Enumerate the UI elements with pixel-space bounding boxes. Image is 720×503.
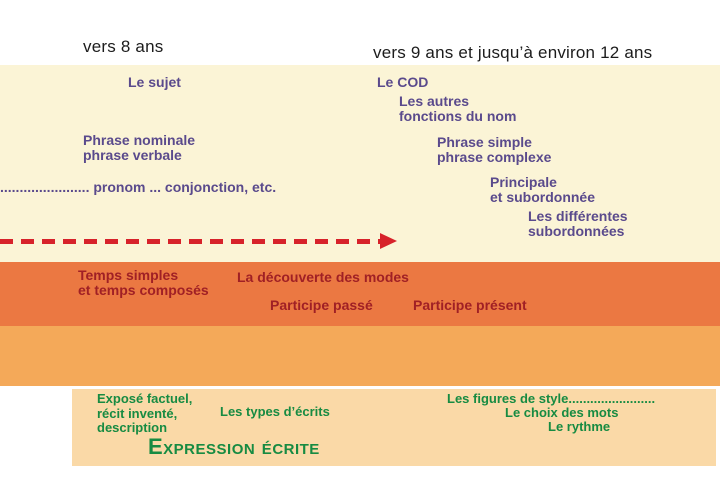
grammar-item-pronom-conjonction: ....................... pronom ... conjo… xyxy=(0,179,277,195)
conjugation-item-participe-passe: Participe passé xyxy=(270,297,373,313)
grammar-item-principale-subordonnee: Principale et subordonnée xyxy=(490,174,596,205)
grammar-item-cod: Le COD xyxy=(377,74,429,90)
conjugation-item-temps: Temps simples et temps composés xyxy=(78,267,209,298)
writing-band xyxy=(72,389,716,466)
age-header-9-12-ans: vers 9 ans et jusqu’à environ 12 ans xyxy=(373,43,653,62)
conjugation-item-modes: La découverte des modes xyxy=(237,269,409,285)
grammar-item-differentes-subordonnees: Les différentes subordonnées xyxy=(528,208,628,239)
writing-item-choix-des-mots: Le choix des mots xyxy=(505,405,619,420)
grammar-item-phrase-simple: Phrase simple phrase complexe xyxy=(437,134,552,165)
writing-item-rythme: Le rythme xyxy=(548,419,611,434)
writing-item-expose-factuel: Exposé factuel, récit inventé, descripti… xyxy=(97,391,193,435)
conjugation-band xyxy=(0,262,720,326)
grammar-band xyxy=(0,65,720,262)
writing-item-types-ecrits: Les types d’écrits xyxy=(220,404,330,419)
grammar-item-phrase-nominale: Phrase nominale phrase verbale xyxy=(83,132,196,163)
middle-band xyxy=(0,326,720,386)
grammar-item-sujet: Le sujet xyxy=(128,74,181,90)
timeline-dashed-arrow xyxy=(0,239,382,244)
conjugation-item-participe-present: Participe présent xyxy=(413,297,527,313)
timeline-arrowhead-icon xyxy=(380,233,397,249)
age-header-8-ans: vers 8 ans xyxy=(83,37,164,56)
writing-section-title: Expression écrite xyxy=(148,434,320,459)
grammar-item-fonctions-du-nom: Les autres fonctions du nom xyxy=(399,93,517,124)
writing-item-figures-de-style: Les figures de style....................… xyxy=(447,391,656,406)
